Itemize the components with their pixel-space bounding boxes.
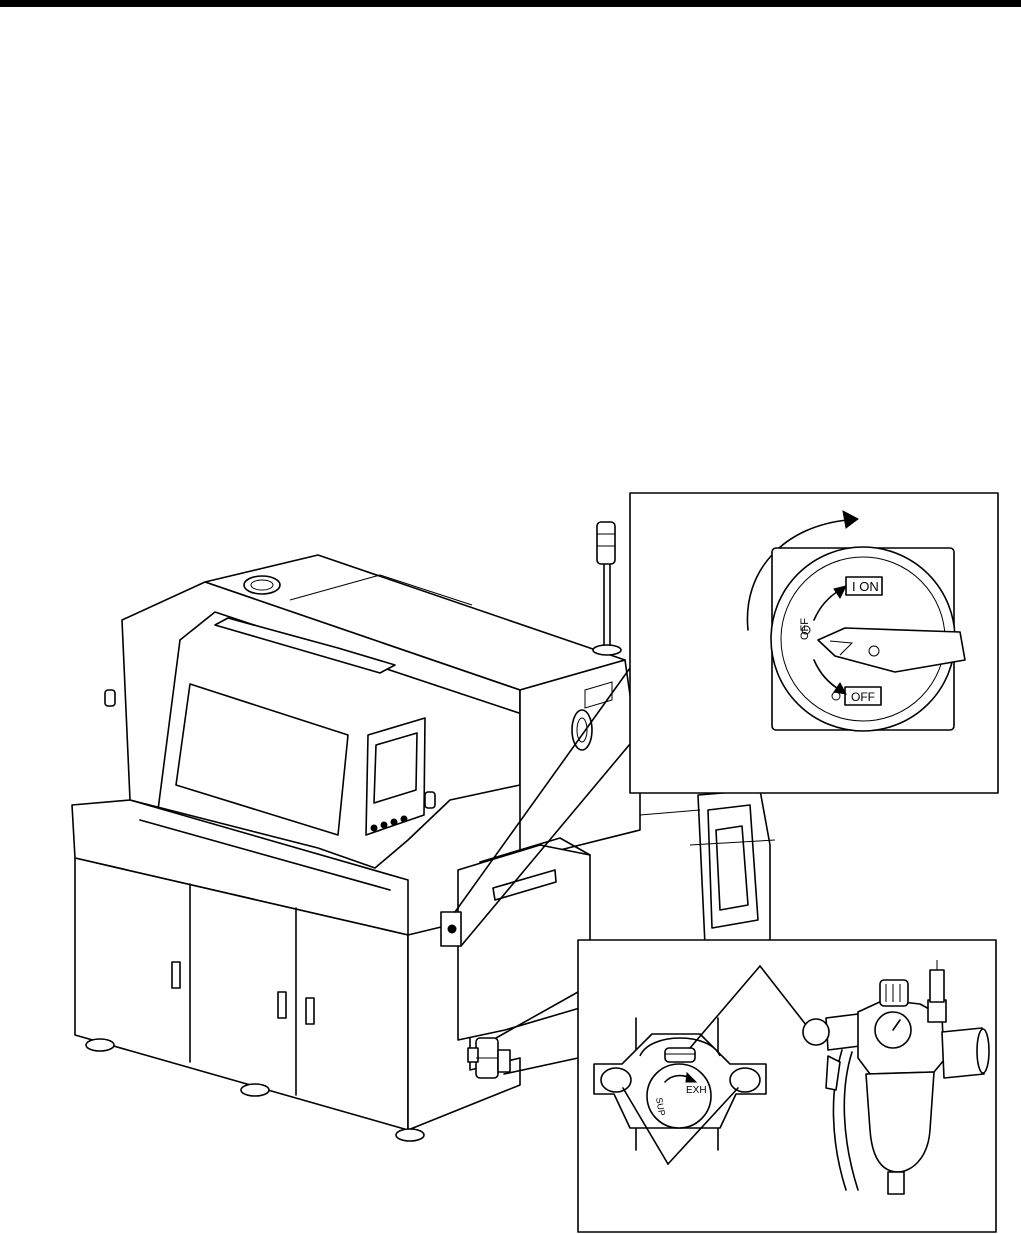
exh-label: EXH	[686, 1085, 707, 1096]
conveyor-structure	[640, 790, 775, 945]
on-label: I ON	[852, 579, 879, 594]
electrical-box	[458, 845, 590, 1040]
off-label: OFF	[851, 690, 875, 704]
foot	[241, 1084, 269, 1096]
foot	[396, 1129, 424, 1141]
top-vent-icon	[244, 576, 280, 594]
operator-panel	[366, 718, 425, 835]
foot	[86, 1039, 114, 1051]
off-position-label: OFF	[799, 618, 811, 640]
valve-knob[interactable]	[647, 1064, 711, 1128]
main-switch-callout: I ON OFF OFF	[630, 493, 998, 793]
valve-callout: EXH SUP	[578, 940, 996, 1232]
signal-tower	[593, 522, 621, 655]
